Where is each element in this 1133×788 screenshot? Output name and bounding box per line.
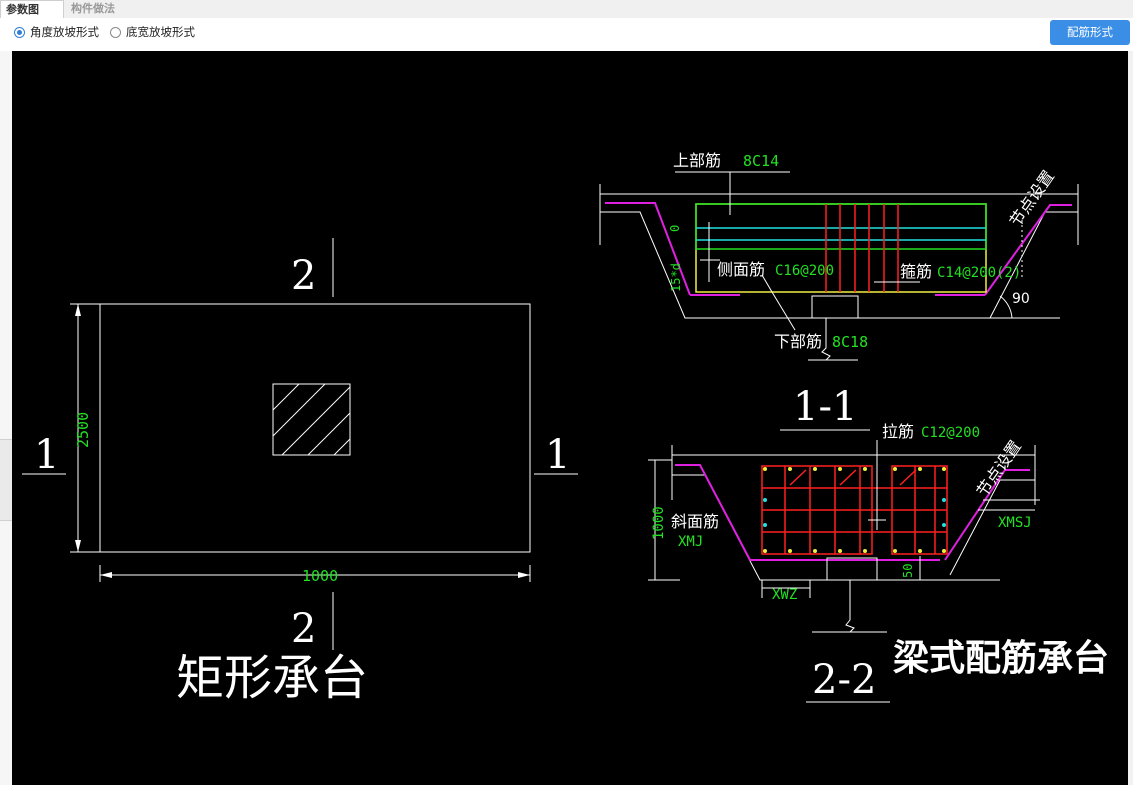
tab-component-method[interactable]: 构件做法 (71, 2, 115, 15)
rect-cap-plan (22, 238, 578, 650)
radio-width-slope-label: 底宽放坡形式 (126, 25, 195, 39)
top-bar-label: 上部筋 (673, 151, 721, 170)
section-mark-1-left: 1 (34, 432, 59, 478)
section-mark-1-right: 1 (545, 432, 570, 478)
rebar-config-button[interactable]: 配筋形式 (1050, 20, 1130, 45)
dim-50: 50 (901, 564, 915, 578)
section-mark-2-top: 2 (291, 253, 316, 299)
radio-angle-slope[interactable]: 角度放坡形式 (14, 24, 99, 40)
dim-15d: 15*d (669, 263, 683, 292)
bottom-bar-label: 下部筋 (774, 332, 822, 351)
xwz-label: XWZ (772, 587, 797, 603)
drawing-canvas[interactable]: 2 2 1 1 2500 1000 矩形承台 (12, 51, 1128, 785)
left-title: 矩形承台 (176, 650, 368, 706)
radio-unselected-icon (110, 26, 121, 38)
tab-bar: 参数图 构件做法 (0, 0, 1133, 19)
section-1-1 (599, 171, 1079, 431)
section-mark-2-bottom: 2 (291, 606, 316, 652)
stirrup-label: 箍筋 (900, 262, 932, 281)
right-title: 梁式配筋承台 (893, 638, 1109, 679)
side-bar-value: C16@200 (775, 263, 834, 279)
node-setting-1: 节点设置 (1006, 167, 1058, 230)
section-2-2-label: 2-2 (812, 657, 876, 703)
node-setting-2: 节点设置 (973, 437, 1025, 500)
tie-bar-value: C12@200 (921, 425, 980, 441)
section-2-2 (648, 440, 1040, 703)
radio-width-slope[interactable]: 底宽放坡形式 (110, 24, 195, 40)
dim-zero: 0 (668, 225, 682, 232)
radio-selected-icon (14, 26, 25, 38)
tie-bar-label: 拉筋 (882, 422, 914, 441)
bottom-bar-value: 8C18 (832, 333, 868, 351)
top-bar-value: 8C14 (743, 152, 779, 170)
toolbar: 角度放坡形式 底宽放坡形式 配筋形式 (0, 18, 1133, 50)
xmj-label: XMJ (678, 534, 703, 550)
slope-bar-label: 斜面筋 (671, 512, 719, 531)
section-1-1-label: 1-1 (793, 384, 857, 430)
cad-drawing: 2 2 1 1 2500 1000 矩形承台 (22, 151, 1109, 706)
stirrup-value: C14@200(2) (937, 265, 1021, 281)
dim-1000-vertical: 1000 (651, 506, 667, 540)
dim-width-label: 1000 (302, 567, 338, 585)
side-bar-label: 侧面筋 (717, 260, 765, 279)
radio-angle-slope-label: 角度放坡形式 (30, 25, 99, 39)
tab-parameter-diagram[interactable]: 参数图 (0, 0, 64, 18)
right-panel-edge (1128, 51, 1133, 785)
dim-height-label: 2500 (74, 412, 92, 448)
angle-value: 90 (1012, 291, 1030, 307)
left-panel-edge (0, 51, 12, 785)
xmsj-label: XMSJ (998, 515, 1032, 531)
